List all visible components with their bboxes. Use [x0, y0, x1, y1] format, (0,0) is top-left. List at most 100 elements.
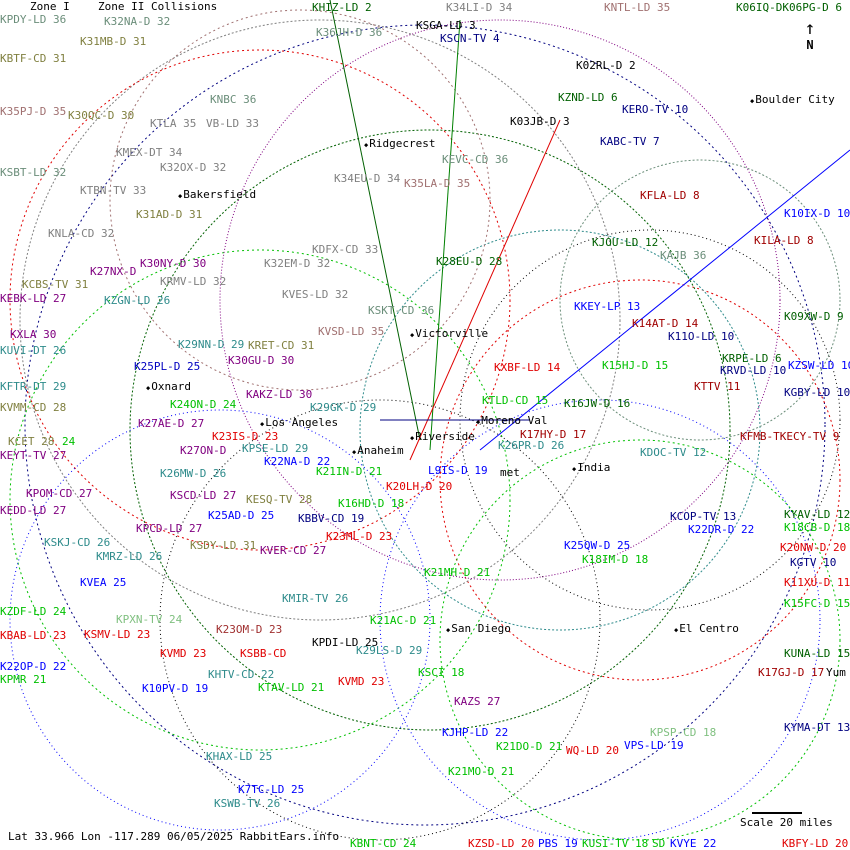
station-label[interactable]: KPSP-CD 18: [650, 726, 717, 739]
station-label[interactable]: K16JW-D 16: [564, 397, 631, 410]
station-label[interactable]: KRVD-LD 10: [720, 364, 787, 377]
station-label[interactable]: KPXN-TV 24: [116, 613, 183, 626]
station-label[interactable]: K25PL-D 25: [134, 360, 201, 373]
station-label[interactable]: K31AD-D 31: [136, 208, 203, 221]
station-label[interactable]: K30QC-D 30: [68, 109, 135, 122]
station-label[interactable]: K24ON-D 24: [170, 398, 237, 411]
station-label[interactable]: KILA-LD 8: [754, 234, 814, 247]
station-label[interactable]: K21DO-D 21: [496, 740, 563, 753]
station-label[interactable]: K15FC-D 15: [784, 597, 850, 610]
station-label[interactable]: K36JH-D 36: [316, 26, 383, 39]
station-label[interactable]: K30NY-D 30: [140, 257, 207, 270]
station-label[interactable]: KMRZ-LD 26: [96, 550, 163, 563]
station-label[interactable]: KVMD 23: [160, 647, 207, 660]
station-label[interactable]: K20LH-D 20: [386, 480, 453, 493]
station-label[interactable]: K25AD-D 25: [208, 509, 275, 522]
station-label[interactable]: K34EU-D 34: [334, 172, 401, 185]
station-label[interactable]: K31MB-D 31: [80, 35, 147, 48]
station-label[interactable]: 24: [62, 435, 76, 448]
station-label[interactable]: K02RL-D 2: [576, 59, 636, 72]
station-label[interactable]: K18CB-D 18: [784, 521, 850, 534]
station-label[interactable]: K23ML-D 23: [326, 530, 393, 543]
station-label[interactable]: K27NX-D: [90, 265, 137, 278]
station-label[interactable]: KBNT-CD 24: [350, 837, 417, 850]
station-label[interactable]: K25QW-D 25: [564, 539, 631, 552]
station-label[interactable]: K09XW-D 9: [784, 310, 844, 323]
station-label[interactable]: KBBV-CD 19: [298, 512, 365, 525]
station-label[interactable]: KDFX-CD 33: [312, 243, 379, 256]
station-label[interactable]: KSWB-TV 26: [214, 797, 281, 810]
station-label[interactable]: Yum: [826, 666, 846, 679]
station-label[interactable]: KABC-TV 7: [600, 135, 660, 148]
station-label[interactable]: K22DR-D 22: [688, 523, 755, 536]
station-label[interactable]: KEYT-TV 27: [0, 449, 67, 462]
station-label[interactable]: KRMV-LD 32: [160, 275, 227, 288]
station-label[interactable]: K17HY-D 17: [520, 428, 587, 441]
station-label[interactable]: K22OP-D 22: [0, 660, 67, 673]
station-label[interactable]: KEBK-LD 27: [0, 292, 67, 305]
station-label[interactable]: KUNA-LD 15: [784, 647, 850, 660]
station-label[interactable]: K11O-LD 10: [668, 330, 735, 343]
station-label[interactable]: KBFY-LD 20: [782, 837, 849, 850]
station-label[interactable]: KVER-CD 27: [260, 544, 327, 557]
station-label[interactable]: KHAX-LD 25: [206, 750, 273, 763]
station-label[interactable]: WQ-LD 20: [566, 744, 619, 757]
station-label[interactable]: KGTV 10: [790, 556, 837, 569]
station-label[interactable]: met: [500, 466, 520, 479]
station-label[interactable]: K28EU-D 28: [436, 255, 503, 268]
station-label[interactable]: KAZS 27: [454, 695, 501, 708]
station-label[interactable]: KGBY-LD 10: [784, 386, 850, 399]
station-label[interactable]: KSBB-CD: [240, 647, 287, 660]
station-label[interactable]: KYMA-DT 13: [784, 721, 850, 734]
station-label[interactable]: KFTR-DT 29: [0, 380, 67, 393]
station-label[interactable]: K10PV-D 19: [142, 682, 209, 695]
station-label[interactable]: KHTV-CD 22: [208, 668, 275, 681]
station-label[interactable]: VB-LD 33: [206, 117, 259, 130]
station-label[interactable]: K7TC-LD 25: [238, 783, 305, 796]
station-label[interactable]: L9IS-D 19: [428, 464, 488, 477]
station-label[interactable]: K30GU-D 30: [228, 354, 295, 367]
station-label[interactable]: KSCN-TV 4: [440, 32, 500, 45]
station-label[interactable]: K18IM-D 18: [582, 553, 649, 566]
station-label[interactable]: K15HJ-D 15: [602, 359, 669, 372]
station-label[interactable]: KFLA-LD 8: [640, 189, 700, 202]
station-label[interactable]: KPOM-CD 27: [26, 487, 93, 500]
station-label[interactable]: K34LI-D 34: [446, 1, 513, 14]
station-label[interactable]: K27ON-D: [180, 444, 227, 457]
station-label[interactable]: K06IQ-DK06PG-D 6: [736, 1, 842, 14]
station-label[interactable]: K23OM-D 23: [216, 623, 283, 636]
station-label[interactable]: KVES-LD 32: [282, 288, 349, 301]
station-label[interactable]: K11XU-D 11: [784, 576, 850, 589]
station-label[interactable]: PBS 19: [538, 837, 578, 850]
station-label[interactable]: K21MO-D 21: [448, 765, 515, 778]
station-label[interactable]: KSDY-LD 31: [190, 539, 257, 552]
station-label[interactable]: KHIZ-LD 2: [312, 1, 372, 14]
station-label[interactable]: K26MW-D 26: [160, 467, 227, 480]
station-label[interactable]: K21AC-D 21: [370, 614, 437, 627]
station-label[interactable]: K35PJ-D 35: [0, 105, 67, 118]
station-label[interactable]: K29LS-D 29: [356, 644, 423, 657]
station-label[interactable]: KUSI-TV 18: [582, 837, 649, 850]
station-label[interactable]: KMEX-DT 34: [116, 146, 183, 159]
station-label[interactable]: KPDY-LD 36: [0, 13, 67, 26]
station-label[interactable]: KVMM-CD 28: [0, 401, 67, 414]
station-label[interactable]: KSCD-LD 27: [170, 489, 237, 502]
station-label[interactable]: KVEA 25: [80, 576, 127, 589]
station-label[interactable]: KZND-LD 6: [558, 91, 618, 104]
station-label[interactable]: K32EM-D 32: [264, 257, 331, 270]
station-label[interactable]: KSGA-LD 3: [416, 19, 476, 32]
station-label[interactable]: K32NA-D 32: [104, 15, 171, 28]
station-label[interactable]: KMIR-TV 26: [282, 592, 349, 605]
station-label[interactable]: K23IS-D 23: [212, 430, 279, 443]
station-label[interactable]: K17GJ-D 17: [758, 666, 825, 679]
station-label[interactable]: KNLA-CD 32: [48, 227, 115, 240]
station-label[interactable]: KKEY-LP 13: [574, 300, 641, 313]
station-label[interactable]: KZSD-LD 20: [468, 837, 535, 850]
station-label[interactable]: KAKZ-LD 30: [246, 388, 313, 401]
station-label[interactable]: KSBT-LD 32: [0, 166, 67, 179]
station-label[interactable]: KSCI 18: [418, 666, 465, 679]
station-label[interactable]: KCOP-TV 13: [670, 510, 737, 523]
station-label[interactable]: KEDD-LD 27: [0, 504, 67, 517]
station-label[interactable]: K21MH-D 21: [424, 566, 491, 579]
